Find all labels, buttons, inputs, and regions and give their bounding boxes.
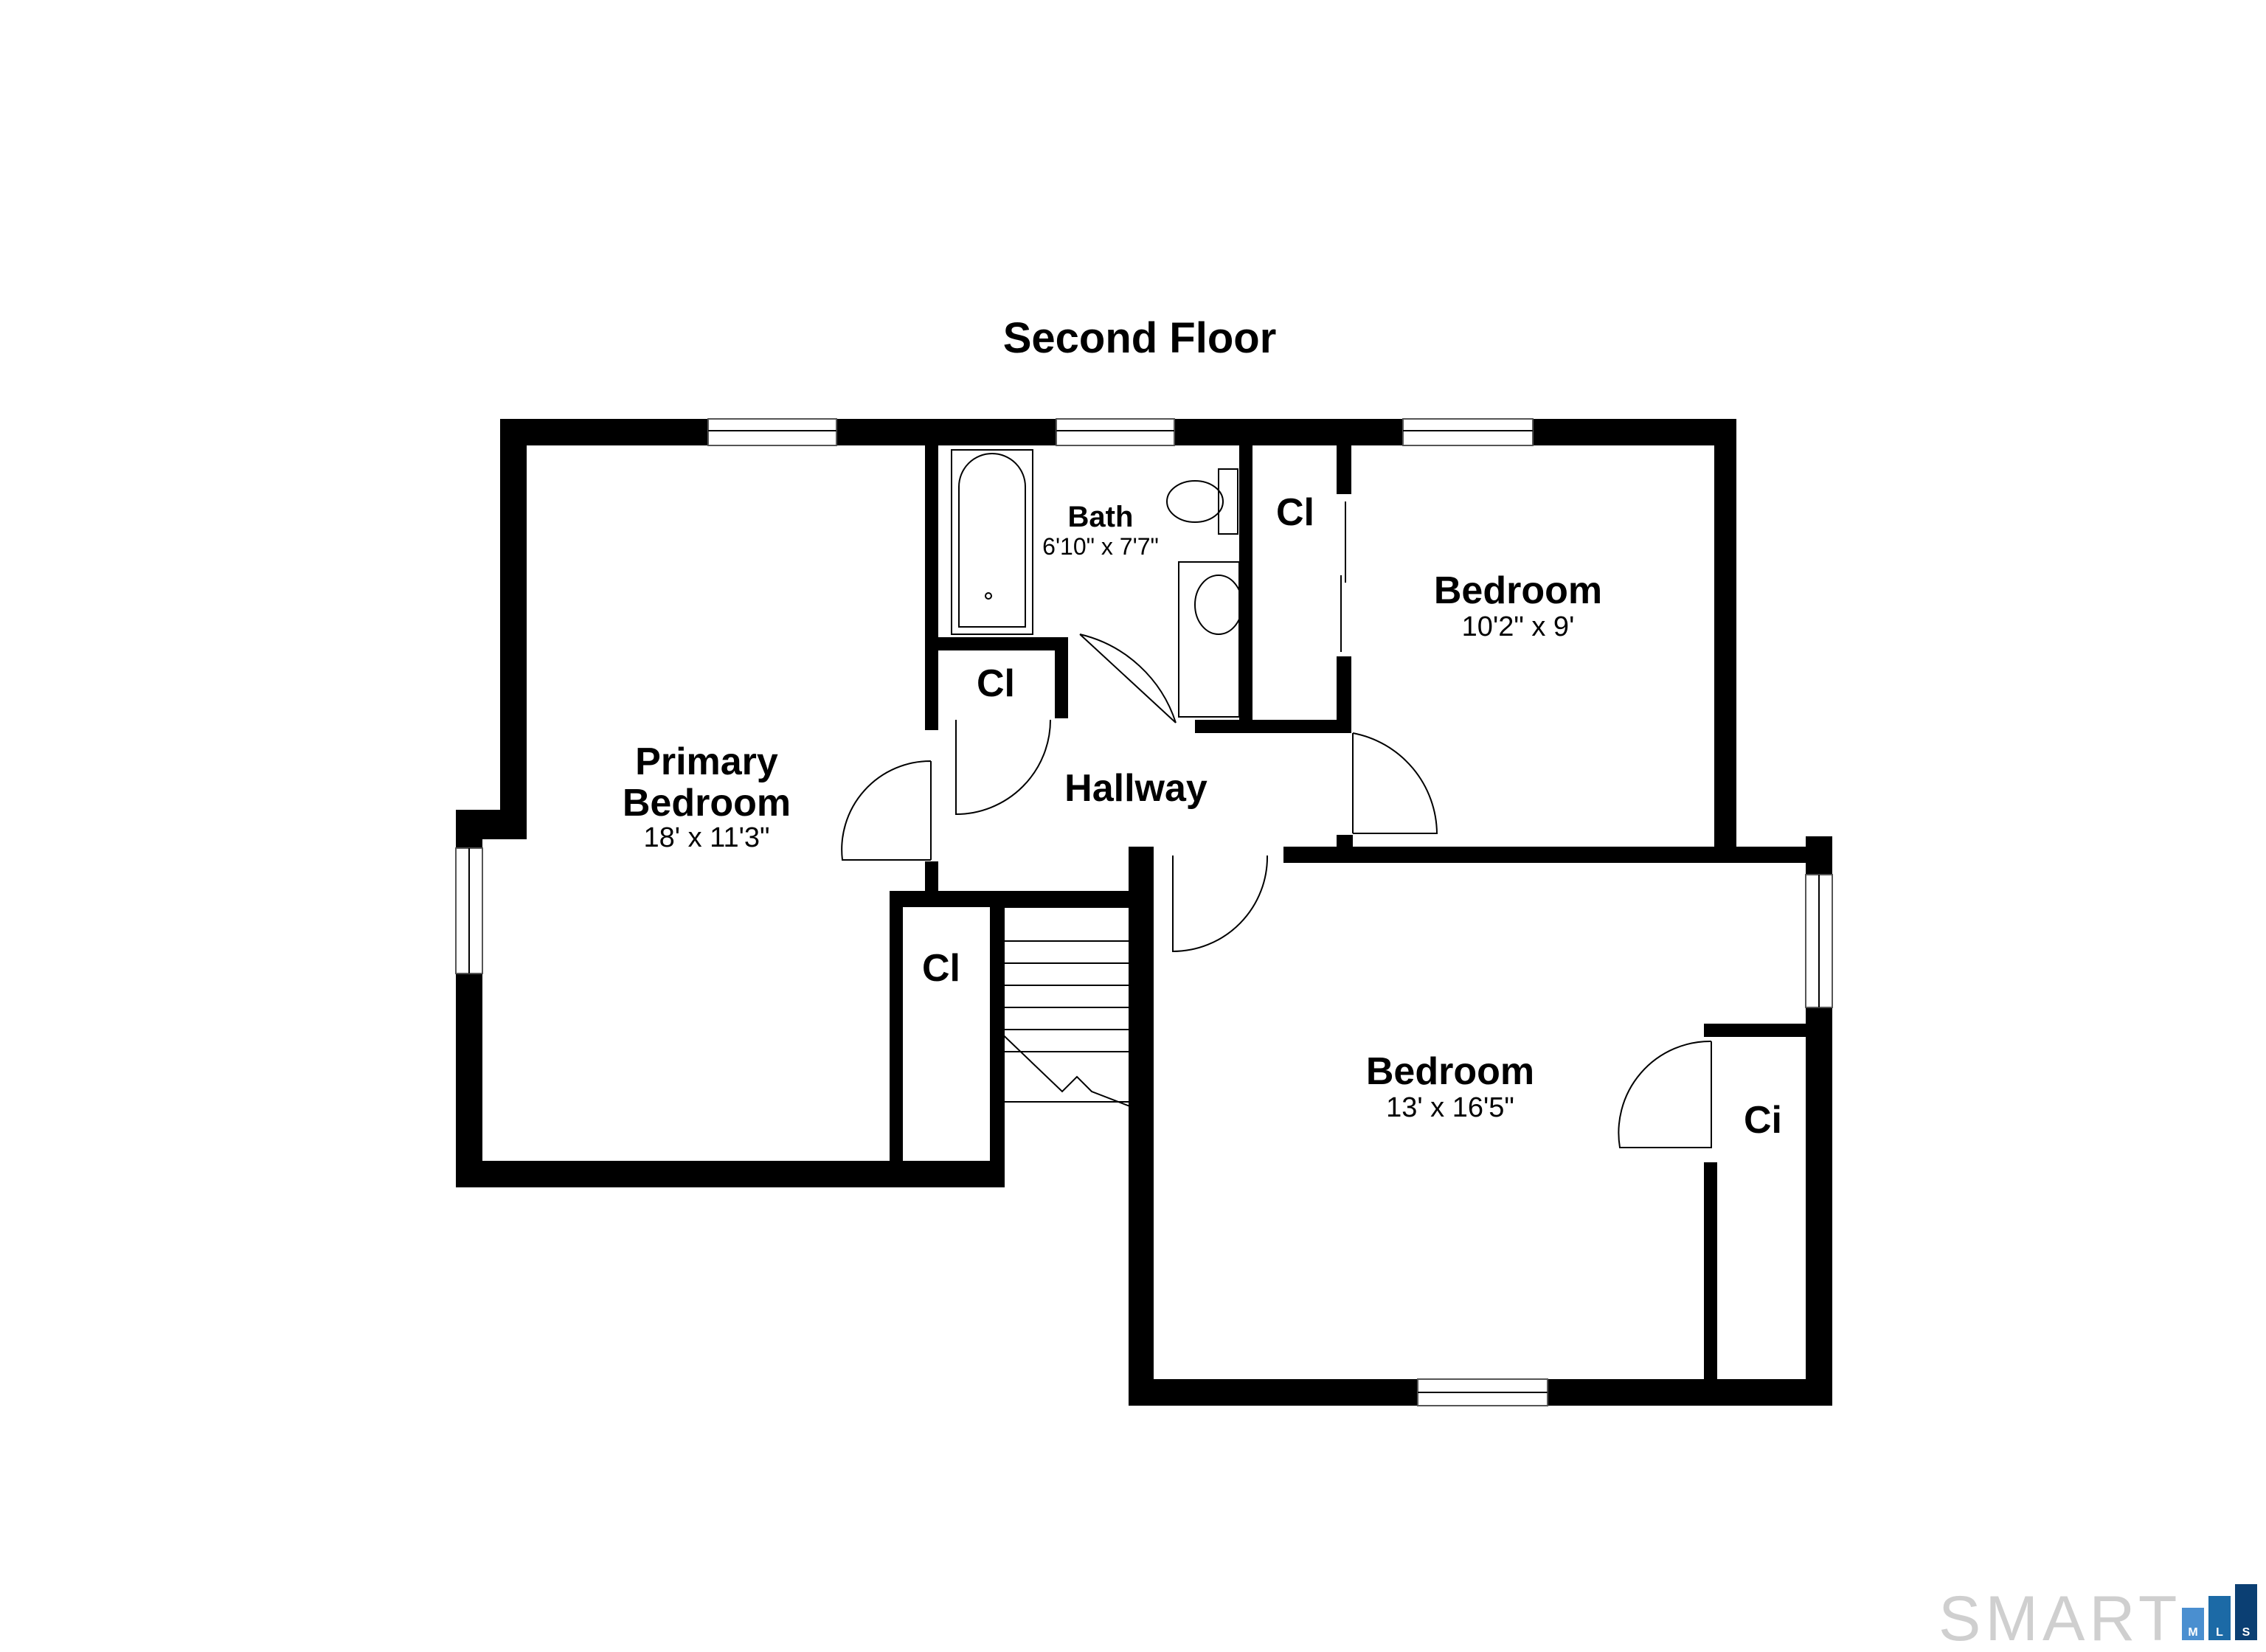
window	[1056, 418, 1175, 446]
bath-name: Bath	[1068, 501, 1134, 533]
bedroom-ne-name: Bedroom	[1434, 569, 1602, 612]
hallway-name: Hallway	[1064, 767, 1208, 810]
wall-closet-s-left	[1704, 1162, 1717, 1392]
wall-closet-s-top	[1704, 1024, 1832, 1037]
bedroom-s-name: Bedroom	[1366, 1050, 1534, 1093]
room-labels: Primary Bedroom 18' x 11'3" Bath 6'10" x…	[623, 491, 1782, 1142]
wall-primary-hall-low	[925, 861, 938, 898]
bedroom-s-dims: 13' x 16'5"	[1386, 1092, 1514, 1123]
walls	[456, 419, 1832, 1406]
wall-closet-ne-right-bot	[1337, 656, 1351, 730]
door-primary	[841, 760, 932, 861]
primary-bedroom-dims: 18' x 11'3"	[644, 822, 770, 853]
wall-left-south	[1129, 847, 1154, 1406]
door-bedroom-s	[1172, 855, 1269, 953]
wall-primary-bath	[925, 435, 938, 730]
logo-square-l	[2208, 1596, 2231, 1640]
primary-bedroom-name-2: Bedroom	[623, 782, 791, 825]
wall-bottom-primary	[456, 1161, 1005, 1187]
closet-label: Ci	[1744, 1099, 1782, 1142]
wall-bath-hall	[1195, 720, 1351, 733]
svg-text:L: L	[2216, 1626, 2223, 1639]
staircase	[992, 906, 1138, 1110]
svg-text:M: M	[2188, 1626, 2197, 1639]
primary-bedroom-name-1: Primary	[635, 740, 778, 783]
sink-vanity	[1178, 561, 1240, 718]
plan-title: Second Floor	[1003, 314, 1277, 362]
wall-closet-ne-right-top	[1337, 435, 1351, 494]
closet-label: Cl	[1276, 491, 1314, 534]
closet-label: Cl	[977, 662, 1015, 705]
window	[1402, 418, 1534, 446]
svg-text:S: S	[2242, 1626, 2251, 1639]
wall-bath-closet	[1239, 435, 1252, 723]
closet-label: Cl	[922, 947, 960, 990]
door-bedroom-ne	[1352, 732, 1438, 834]
door-closet-s	[1618, 1040, 1712, 1148]
wall-hall-bottom	[890, 891, 1146, 907]
toilet	[1218, 468, 1238, 535]
wall-bath-bottom	[938, 637, 1068, 650]
wall-top-south	[1283, 847, 1832, 863]
door-hall-closet	[955, 719, 1051, 816]
door-bath	[1079, 634, 1177, 723]
wall-left-upper	[500, 419, 527, 839]
bath-dims: 6'10" x 7'7"	[1042, 533, 1159, 560]
wall-right-ne	[1714, 419, 1736, 861]
wall-ne-hall	[1337, 835, 1353, 861]
bathtub	[951, 449, 1033, 635]
wall-stair-closet	[890, 891, 903, 1171]
smart-mls-logo: SMART M L S	[1938, 1583, 2257, 1652]
window	[707, 418, 837, 446]
windows	[455, 418, 1833, 1406]
fixtures	[951, 449, 1243, 1110]
bedroom-ne-dims: 10'2" x 9'	[1462, 611, 1575, 642]
doors	[841, 502, 1712, 1148]
logo-square-s	[2235, 1584, 2257, 1640]
logo-square-m	[2182, 1608, 2204, 1640]
logo-text: SMART	[1938, 1583, 2181, 1652]
wall-hall-closet-right	[1055, 637, 1068, 718]
